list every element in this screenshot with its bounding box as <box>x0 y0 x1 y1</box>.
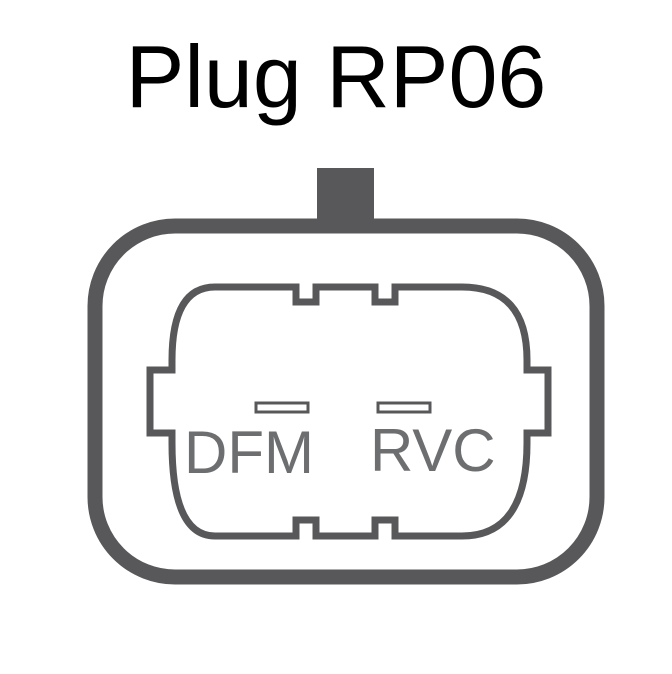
connector-socket <box>146 283 552 540</box>
pin-label-rvc: RVC <box>370 417 496 484</box>
connector-housing <box>87 218 605 585</box>
pin-label-dfm: DFM <box>184 419 314 486</box>
pin-rvc-marker <box>376 401 432 414</box>
diagram-title: Plug RP06 <box>125 27 547 126</box>
pin-dfm-marker <box>254 401 310 414</box>
